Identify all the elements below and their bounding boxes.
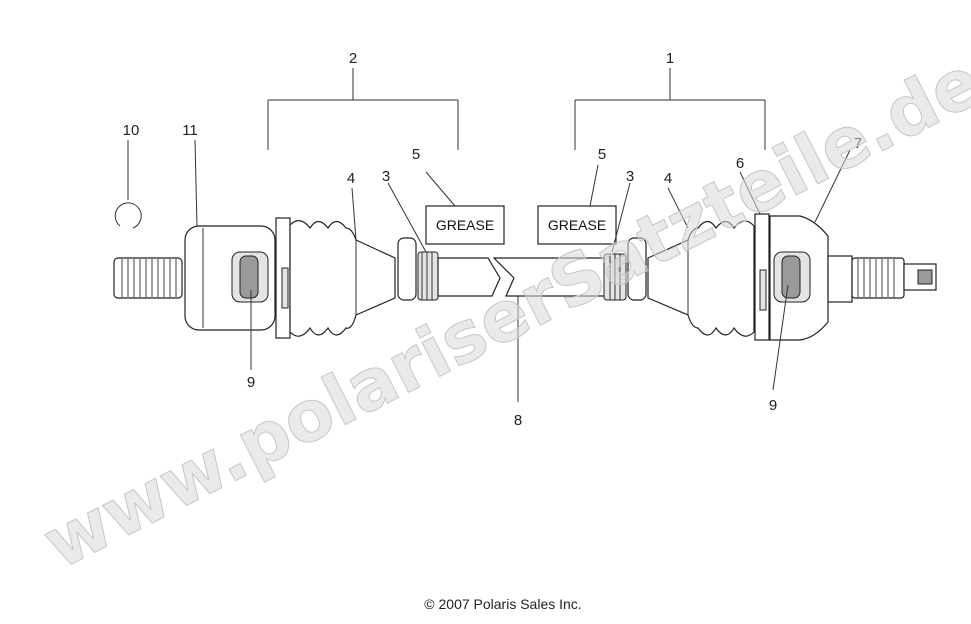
right-stub-shaft — [827, 255, 937, 303]
callout-11: 11 — [182, 122, 198, 139]
callout-4-left: 4 — [347, 170, 355, 187]
outer-cv-housing — [754, 213, 829, 341]
callout-5-left: 5 — [412, 146, 420, 163]
left-stub-shaft — [113, 257, 183, 299]
copyright-notice: © 2007 Polaris Sales Inc. — [424, 596, 581, 612]
callout-3-left: 3 — [382, 168, 390, 185]
grease-box-right: GREASE — [537, 205, 617, 245]
callout-2: 2 — [349, 50, 357, 67]
callout-5-right: 5 — [598, 146, 606, 163]
center-shaft — [437, 257, 606, 297]
callout-10: 10 — [123, 122, 140, 139]
svg-text:GREASE: GREASE — [436, 217, 494, 233]
grease-box-left: GREASE — [425, 205, 505, 245]
snap-ring — [114, 140, 142, 229]
callout-3-right: 3 — [626, 168, 634, 185]
callout-1: 1 — [666, 50, 674, 67]
bracket-1 — [574, 68, 766, 150]
callout-8: 8 — [514, 412, 522, 429]
watermark: www.polariserSatzteile.de — [30, 40, 971, 585]
callout-7: 7 — [854, 135, 862, 152]
callout-4-right: 4 — [664, 170, 672, 187]
callout-9-left: 9 — [247, 374, 255, 391]
callout-labels: 1 2 3 3 4 4 5 5 6 7 8 9 9 10 11 — [123, 50, 863, 429]
callout-6: 6 — [736, 155, 744, 172]
outer-boot — [603, 220, 755, 337]
bracket-2 — [267, 68, 459, 150]
svg-text:GREASE: GREASE — [548, 217, 606, 233]
callout-9-right: 9 — [769, 397, 777, 414]
leader-lines — [194, 139, 851, 402]
inner-cv-housing — [184, 217, 291, 339]
